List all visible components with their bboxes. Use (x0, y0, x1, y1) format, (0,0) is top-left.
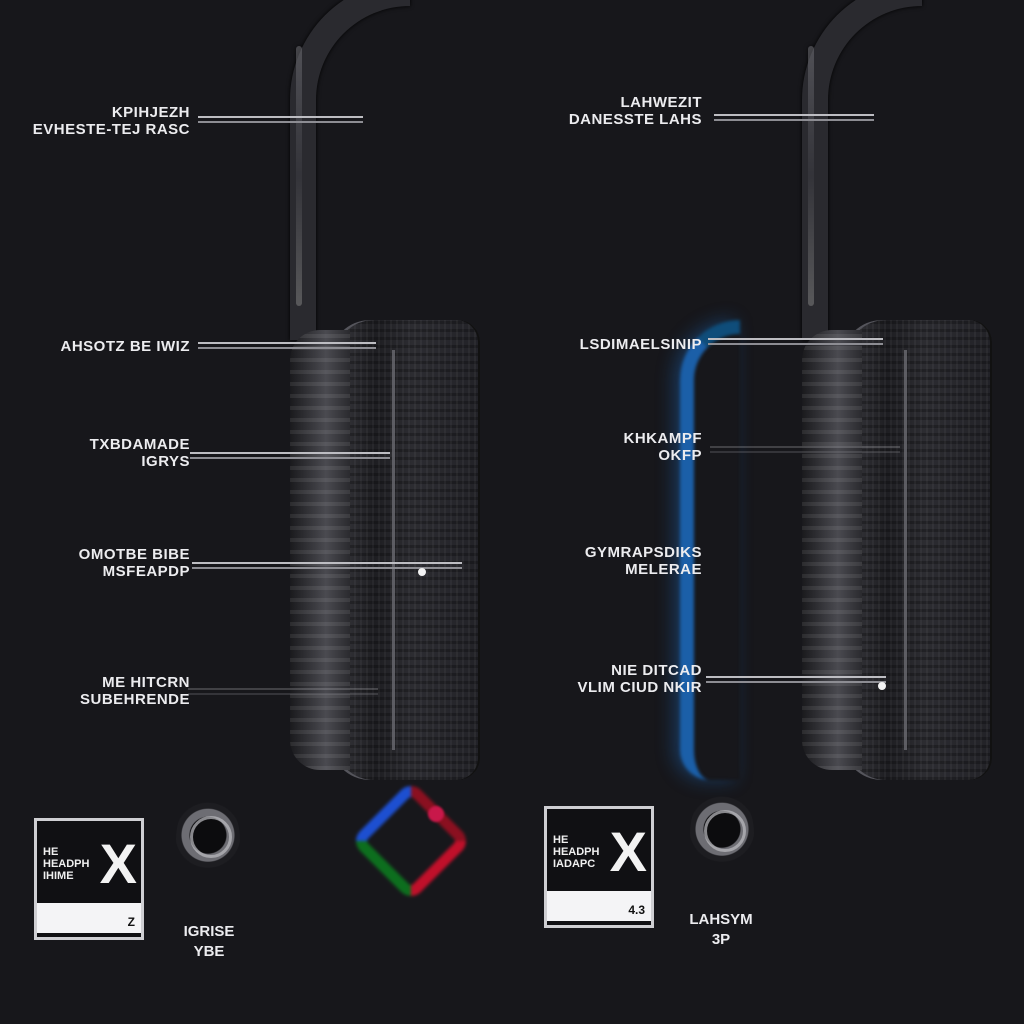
badge-text: HEADPH (553, 846, 600, 858)
callout-tip-dot (418, 568, 426, 576)
callout-text: SUBEHRENDE (79, 691, 190, 708)
callout-text: EVHESTE-TEJ RASC (32, 121, 190, 138)
callout-mic: ME HITCRN SUBEHRENDE (20, 674, 378, 708)
leader-line (714, 114, 874, 121)
ear-cushion (290, 330, 350, 770)
callout-text: IGRYS (141, 453, 190, 470)
leader-line (710, 446, 900, 453)
callout-text: OKFP (658, 447, 702, 464)
callout-text: AHSOTZ BE IWIZ (60, 338, 190, 355)
callout-drivers: TXBDAMADE IGRYS (30, 436, 390, 470)
right-earcup (802, 320, 992, 780)
callout-text: VLIM CIUD NKIR (577, 679, 702, 696)
callout-text: MELERAE (625, 561, 702, 578)
leader-line (706, 676, 886, 683)
leader-line (198, 342, 376, 349)
badge-text: HE (553, 834, 569, 846)
callout-text: LAHWEZIT (620, 94, 702, 111)
leader-line (190, 452, 390, 459)
right-product-panel: LAHWEZIT DANESSTE LAHS LSDIMAELSINIP KHK… (512, 0, 1024, 1024)
callout-text: ME HITCRN (102, 674, 190, 691)
rgb-indicator-dot (428, 806, 444, 822)
callout-text: TXBDAMADE (89, 436, 190, 453)
headband (290, 0, 410, 340)
brand-emblem-icon (176, 792, 240, 888)
callout-controls: GYMRAPSDIKS MELERAE (542, 544, 702, 578)
left-earcup (290, 320, 480, 780)
callout-text: KHKAMPF (623, 430, 702, 447)
leader-line (192, 562, 462, 569)
emblem-label: LAHSYM 3P (689, 911, 753, 948)
certification-badge-icon: HE HEADPH IHIME X Z (34, 818, 144, 940)
badge-text: HE (43, 846, 59, 858)
callout-text: OMOTBE BIBE (78, 546, 190, 563)
callout-text: GYMRAPSDIKS (584, 544, 702, 561)
callout-cushion: LSDIMAELSINIP (526, 336, 883, 353)
emblem-label: IGRISE YBE (183, 923, 235, 960)
badge-text: IHIME (43, 870, 74, 882)
left-product-panel: KPIHJEZH EVHESTE-TEJ RASC AHSOTZ BE IWIZ… (10, 0, 480, 960)
callout-cushion: AHSOTZ BE IWIZ (10, 338, 376, 355)
callout-text: LSDIMAELSINIP (579, 336, 702, 353)
leader-line (708, 338, 883, 345)
leader-line (198, 116, 363, 123)
brand-emblem-icon (690, 786, 754, 882)
badge-text: IADAPC (553, 858, 596, 870)
badge-footer: Z (37, 903, 141, 933)
badge-text: HEADPH (43, 858, 90, 870)
rgb-lighting-ring-icon (350, 780, 472, 902)
ear-cushion (802, 330, 862, 770)
callout-text: DANESSTE LAHS (568, 111, 702, 128)
leader-line (188, 688, 378, 695)
earcup-rim (392, 350, 395, 750)
callout-controls: OMOTBE BIBE MSFEAPDP (30, 546, 462, 580)
badge-mark: X (99, 832, 137, 895)
callout-headband: LAHWEZIT DANESSTE LAHS (542, 94, 874, 128)
badge-footer: 4.3 (547, 891, 651, 921)
callout-text: KPIHJEZH (111, 104, 190, 121)
callout-mic: NIE DITCAD VLIM CIUD NKIR (536, 662, 886, 696)
headband (802, 0, 922, 340)
callout-text: MSFEAPDP (102, 563, 190, 580)
callout-tip-dot (878, 682, 886, 690)
callout-headband: KPIHJEZH EVHESTE-TEJ RASC (30, 104, 363, 138)
badge-mark: X (609, 820, 647, 883)
callout-drivers: KHKAMPF OKFP (542, 430, 900, 464)
certification-badge-icon: HE HEADPH IADAPC X 4.3 (544, 806, 654, 928)
earcup-rim (904, 350, 907, 750)
callout-text: NIE DITCAD (611, 662, 702, 679)
